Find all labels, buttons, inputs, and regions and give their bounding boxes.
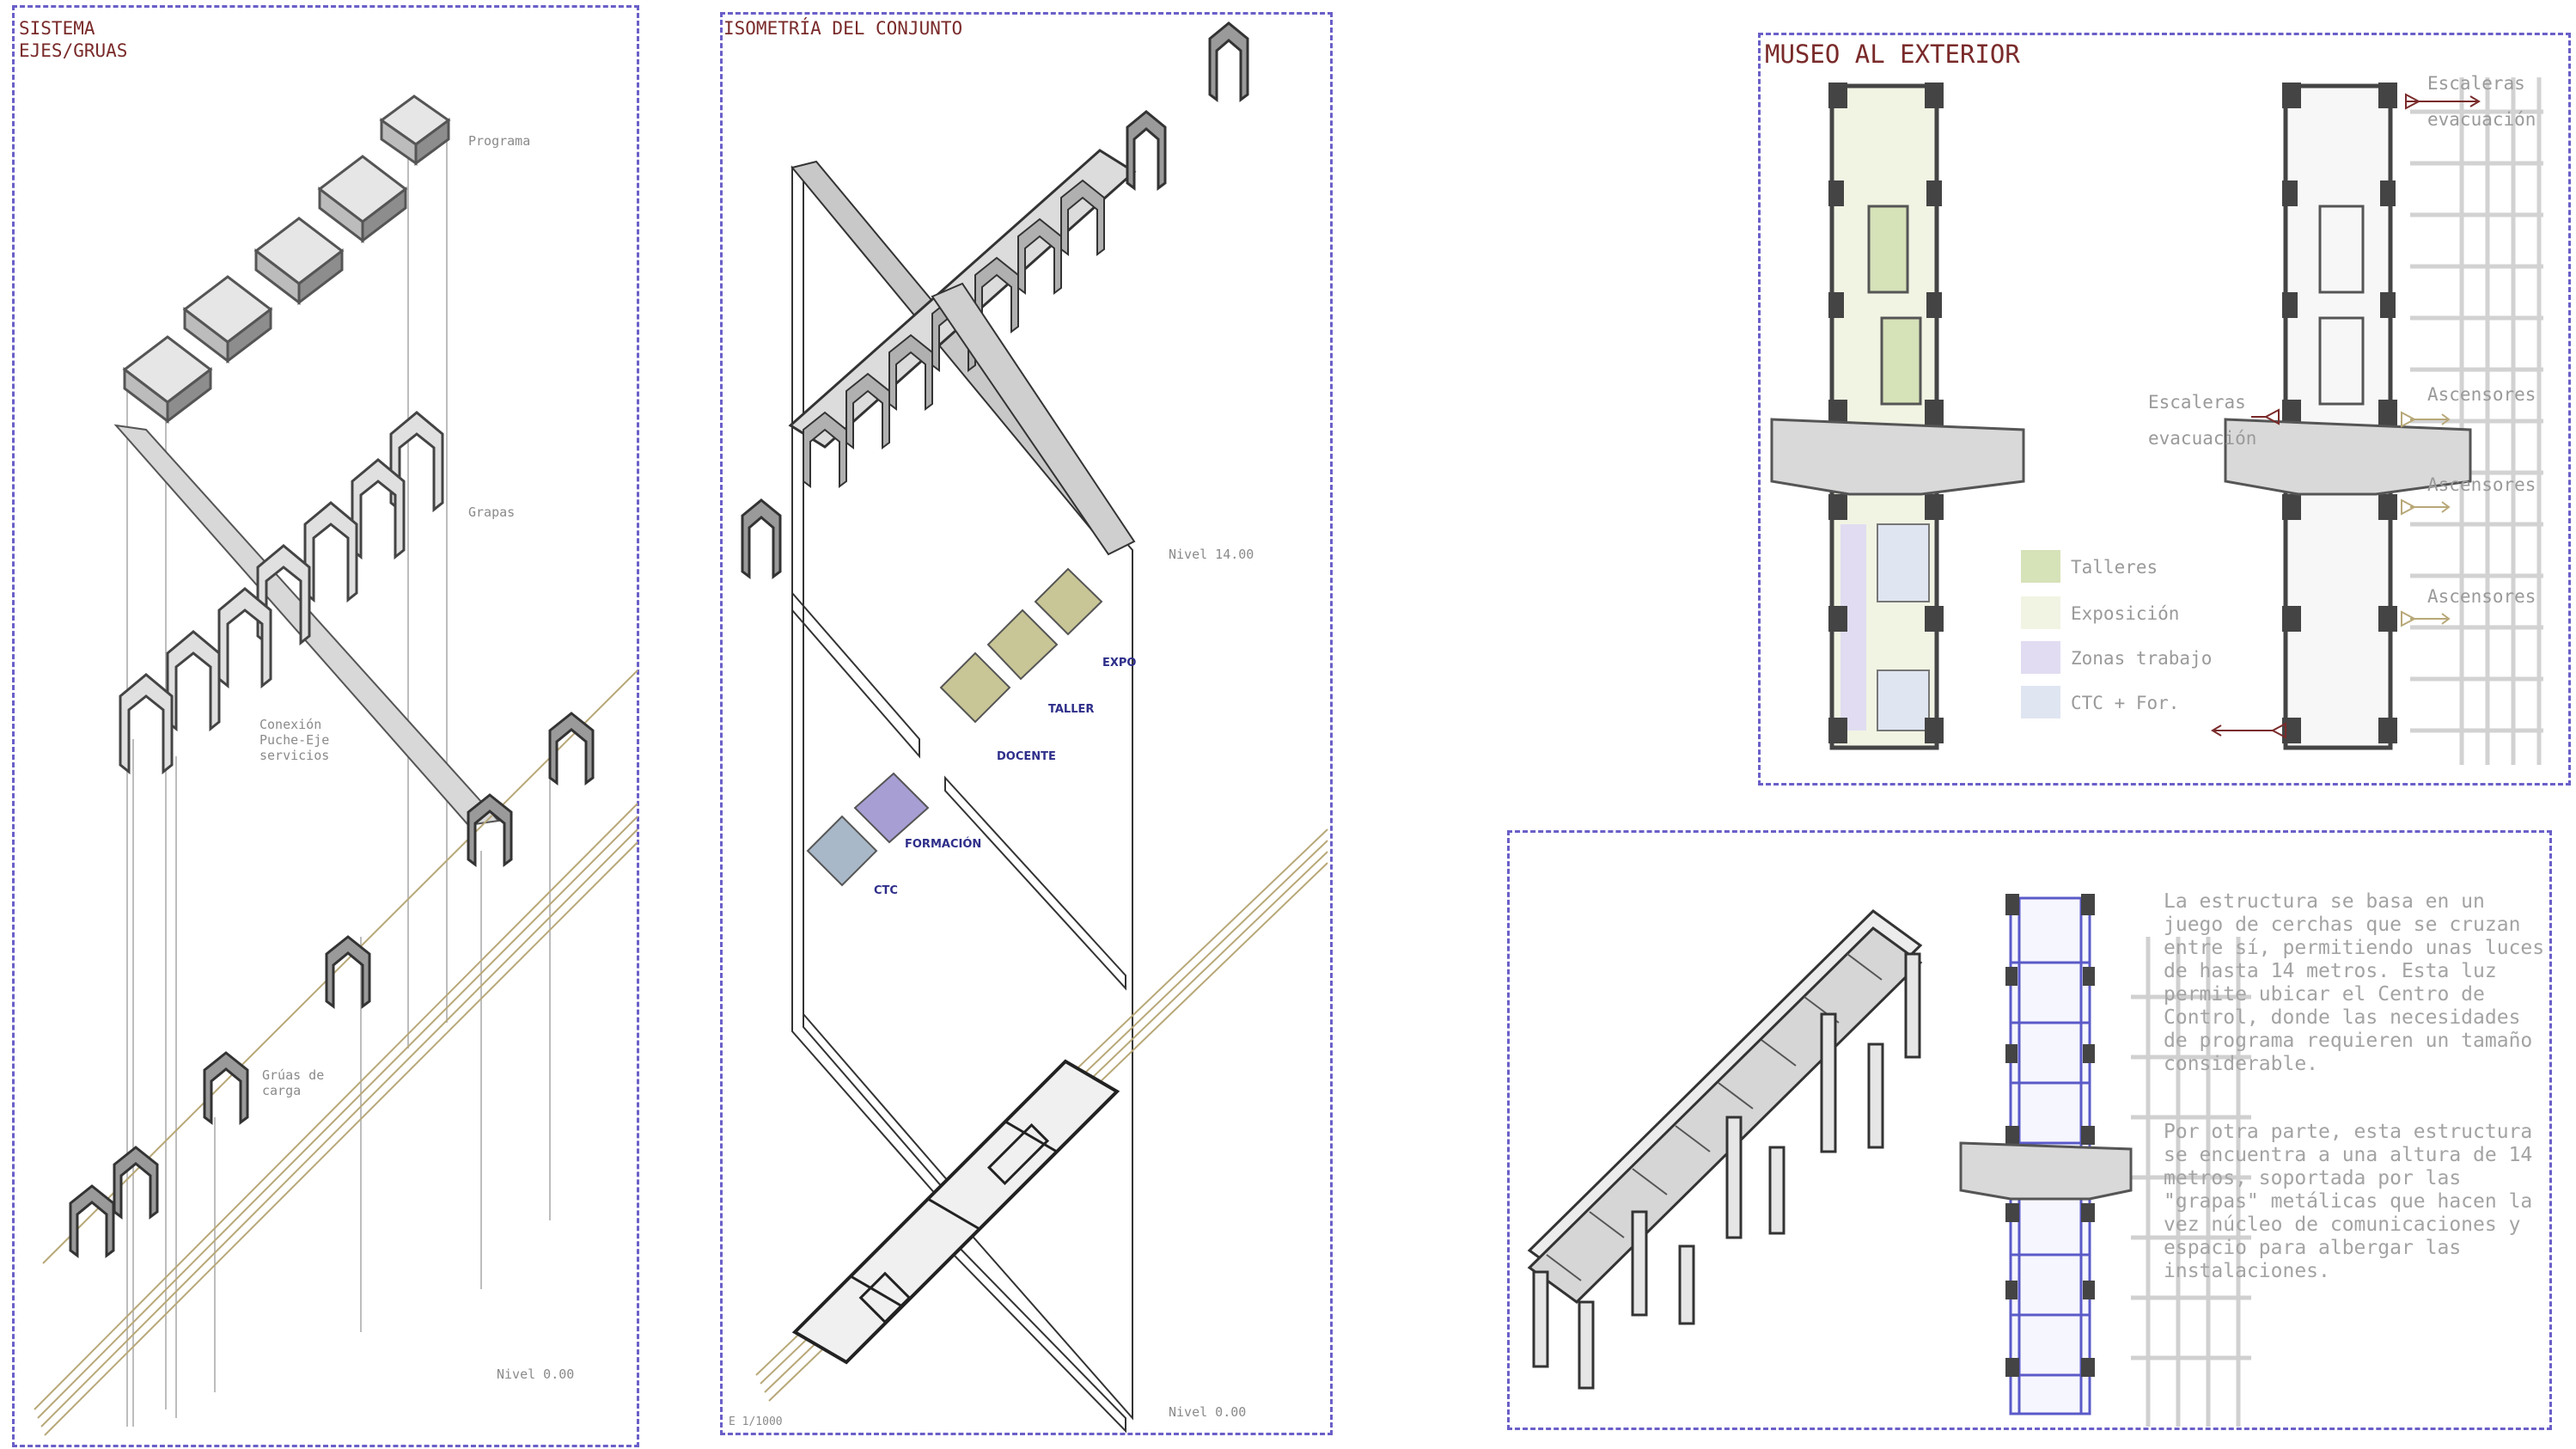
label-scale: E 1/1000 <box>729 1415 783 1428</box>
label-escaleras-top: Escaleras evacuación <box>2427 73 2536 130</box>
plan-left <box>1770 83 2025 750</box>
label-docente: DOCENTE <box>997 750 1056 763</box>
panel-museo-title: MUSEO AL EXTERIOR <box>1765 40 2020 69</box>
legend-swatch-exposicion <box>2021 596 2060 629</box>
label-ascensores-1: Ascensores <box>2427 384 2536 405</box>
panel-sistema-title: SISTEMA EJES/GRUAS <box>19 18 128 61</box>
plan-right <box>2224 83 2472 750</box>
legend-swatch-ctc <box>2021 686 2060 718</box>
legend-swatch-talleres <box>2021 550 2060 583</box>
legend-label-ctc: CTC + For. <box>2071 693 2180 713</box>
legend-label-zonas-trabajo: Zonas trabajo <box>2071 648 2213 669</box>
label-taller: TALLER <box>1048 703 1095 716</box>
label-nivel-000-iso: Nivel 0.00 <box>1169 1404 1247 1420</box>
expo-tile <box>1034 567 1103 636</box>
taller-tile <box>986 608 1059 681</box>
ctc-tile <box>806 815 878 887</box>
label-conexion: Conexión Puche-Eje servicios <box>259 717 330 763</box>
legend-label-talleres: Talleres <box>2071 557 2158 578</box>
label-ascensores-3: Ascensores <box>2427 586 2536 607</box>
label-ascensores-2: Ascensores <box>2427 474 2536 495</box>
legend-swatch-zonas-trabajo <box>2021 641 2060 674</box>
panel-sistema-frame <box>12 5 639 1447</box>
panel-museo-frame <box>1758 33 2571 786</box>
legend-label-exposicion: Exposición <box>2071 603 2180 624</box>
panel-isometria-title: ISOMETRÍA DEL CONJUNTO <box>723 18 963 39</box>
label-formacion: FORMACIÓN <box>905 838 982 851</box>
formacion-tile <box>853 772 930 844</box>
estructura-paragraph-1: La estructura se basa en un juego de cer… <box>2164 890 2545 1075</box>
label-gruas: Grúas de carga <box>262 1067 325 1098</box>
label-nivel-000: Nivel 0.00 <box>497 1366 575 1382</box>
panel-estructura-frame <box>1507 830 2552 1430</box>
label-programa: Programa <box>468 133 531 149</box>
estructura-paragraph-2: Por otra parte, esta estructura se encue… <box>2164 1121 2533 1282</box>
docente-tile <box>939 651 1011 724</box>
label-expo: EXPO <box>1102 657 1137 669</box>
programa-box-1 <box>122 335 213 425</box>
label-escaleras-mid: Escaleras evacuación <box>2148 392 2257 449</box>
panel-isometria-frame <box>720 12 1333 1435</box>
label-grapas: Grapas <box>468 504 516 520</box>
label-nivel-1400: Nivel 14.00 <box>1169 547 1254 562</box>
label-ctc: CTC <box>874 884 898 897</box>
